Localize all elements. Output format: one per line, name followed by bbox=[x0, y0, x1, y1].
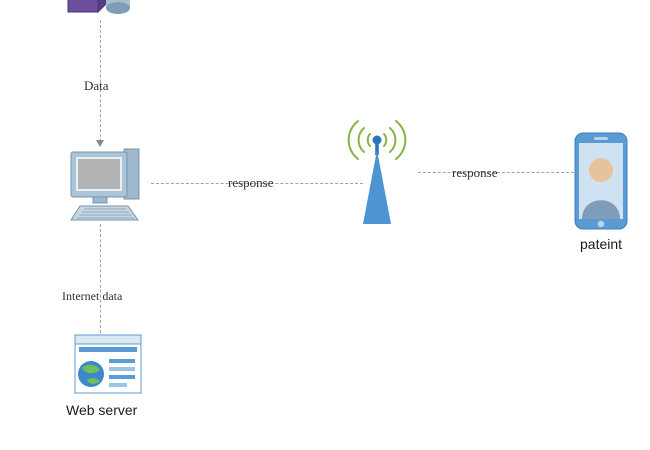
arrowhead-down bbox=[96, 140, 104, 147]
wireless-antenna-icon bbox=[332, 108, 422, 228]
edge-label-response-left: response bbox=[228, 175, 274, 190]
web-server-icon bbox=[74, 334, 142, 396]
edge-database-to-computer bbox=[100, 20, 101, 142]
edge-antenna-to-phone bbox=[418, 172, 574, 173]
patient-phone-icon bbox=[574, 132, 628, 230]
edge-label-data: Data bbox=[84, 78, 109, 93]
database-server-icon bbox=[62, 0, 134, 20]
node-label-web-server: Web server bbox=[66, 402, 138, 418]
edge-computer-to-webserver bbox=[100, 224, 101, 333]
node-label-patient: pateint bbox=[580, 236, 623, 252]
edge-computer-to-antenna bbox=[151, 183, 363, 184]
desktop-computer-icon bbox=[66, 146, 150, 224]
edge-label-response-right: response bbox=[452, 165, 498, 180]
edge-label-internet-data: Internet data bbox=[62, 289, 123, 303]
